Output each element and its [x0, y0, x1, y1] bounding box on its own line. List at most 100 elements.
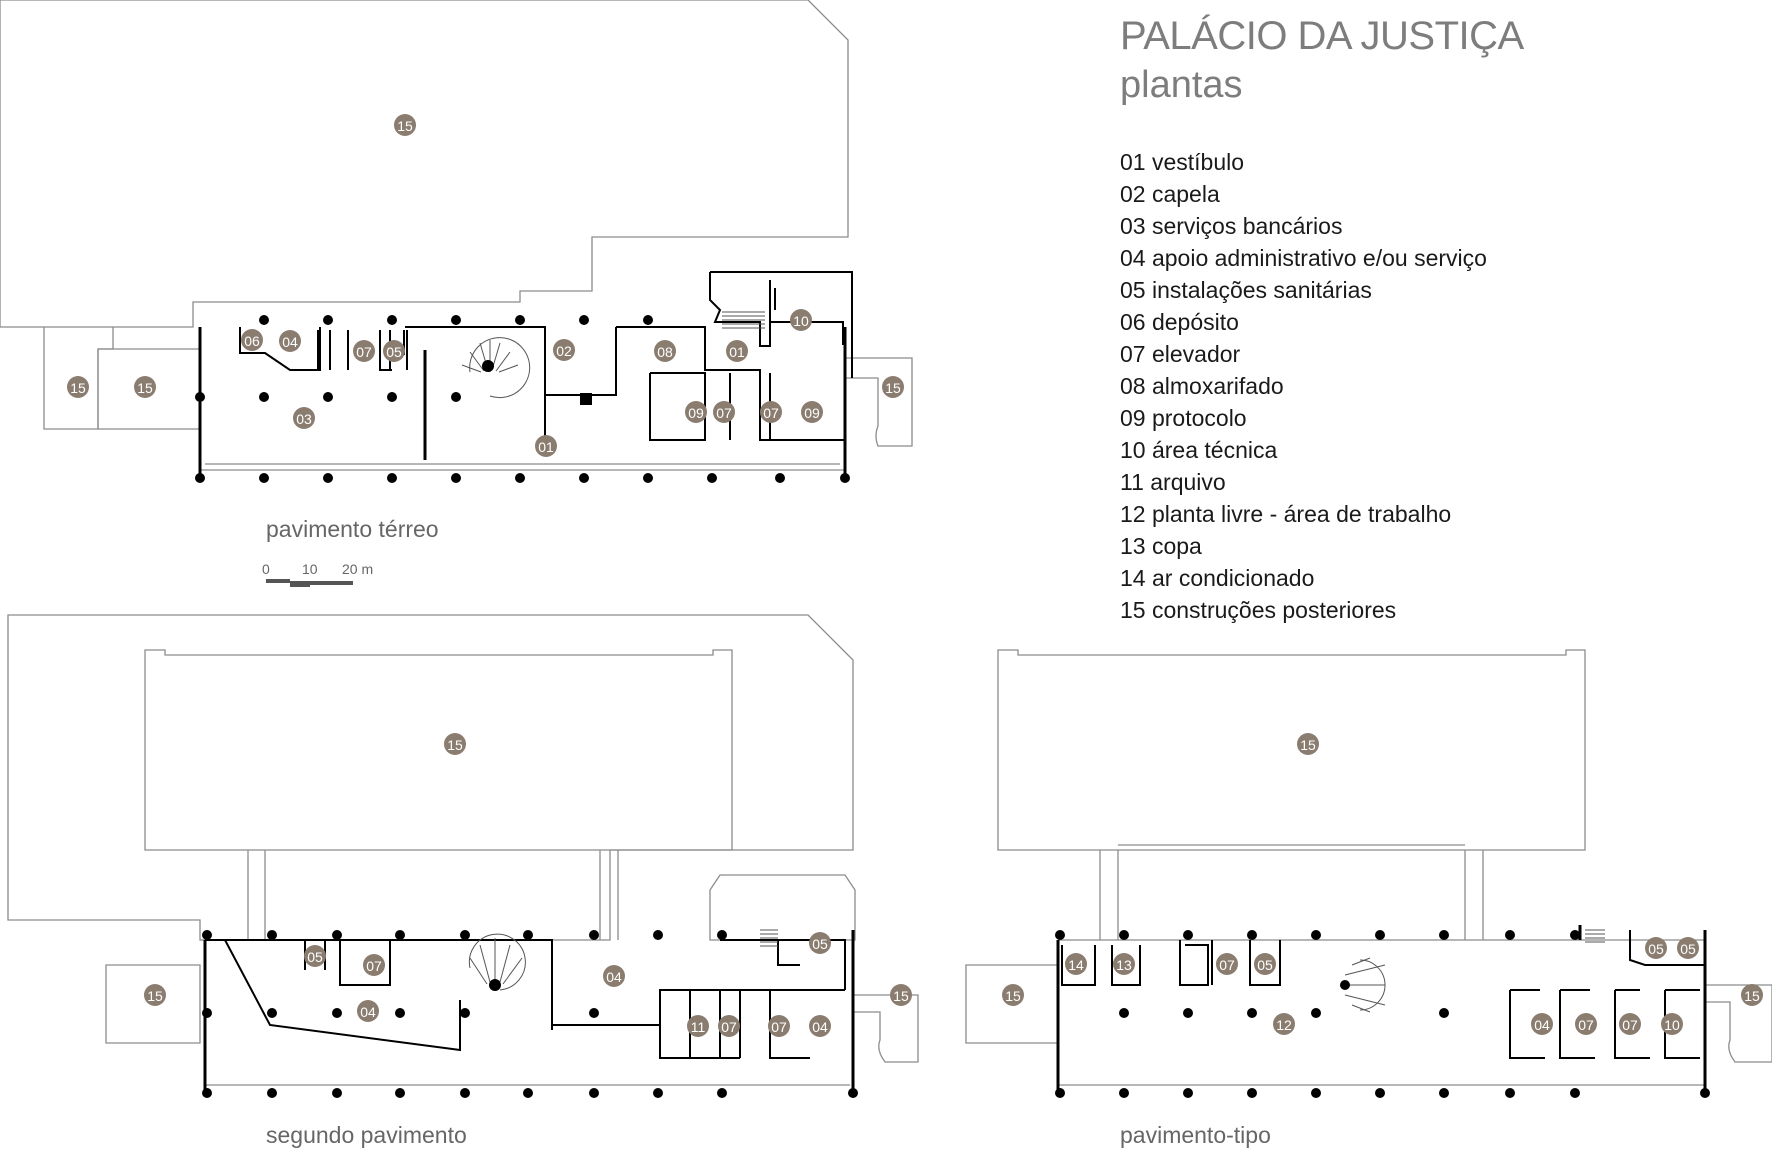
svg-text:15: 15: [397, 118, 413, 134]
room-tag-04: 04: [357, 1000, 379, 1022]
scale-tick-0: 0: [262, 561, 270, 577]
svg-text:05: 05: [386, 344, 402, 360]
svg-text:03: 03: [296, 411, 312, 427]
legend-item: 02 capela: [1120, 181, 1220, 207]
room-tag-06: 06: [241, 329, 263, 351]
room-tag-07: 07: [1575, 1013, 1597, 1035]
room-tag-14: 14: [1065, 953, 1087, 975]
room-tag-10: 10: [790, 309, 812, 331]
svg-text:05: 05: [1680, 941, 1696, 957]
typical-floor-label: pavimento-tipo: [1120, 1122, 1271, 1148]
room-tag-01: 01: [535, 435, 557, 457]
room-tag-05: 05: [809, 932, 831, 954]
legend-item: 05 instalações sanitárias: [1120, 277, 1372, 303]
svg-text:08: 08: [657, 344, 673, 360]
room-tag-15: 15: [444, 733, 466, 755]
svg-text:02: 02: [556, 343, 572, 359]
svg-text:11: 11: [691, 1019, 706, 1035]
svg-text:07: 07: [716, 405, 732, 421]
legend-item: 03 serviços bancários: [1120, 213, 1343, 239]
ground-floor-label: pavimento térreo: [266, 516, 439, 542]
legend-item: 14 ar condicionado: [1120, 565, 1315, 591]
legend-item: 08 almoxarifado: [1120, 373, 1284, 399]
svg-text:04: 04: [606, 969, 622, 985]
room-tag-04: 04: [809, 1015, 831, 1037]
room-tag-07: 07: [760, 401, 782, 423]
room-tag-01: 01: [726, 340, 748, 362]
room-tag-07: 07: [363, 954, 385, 976]
room-tag-09: 09: [685, 401, 707, 423]
svg-text:07: 07: [1219, 957, 1235, 973]
room-tag-15: 15: [890, 984, 912, 1006]
legend-item: 01 vestíbulo: [1120, 149, 1245, 175]
legend: 01 vestíbulo 02 capela 03 serviços bancá…: [1120, 146, 1487, 626]
scale-tick-20: 20 m: [342, 561, 374, 577]
second-floor-room-tags: 15 15 15 05 07 05 04 04 11 07 07 04: [144, 733, 912, 1037]
svg-text:01: 01: [729, 344, 745, 360]
svg-text:05: 05: [812, 936, 828, 952]
room-tag-15: 15: [1741, 984, 1763, 1006]
svg-text:07: 07: [1578, 1017, 1594, 1033]
svg-text:10: 10: [793, 313, 809, 329]
room-tag-03: 03: [293, 407, 315, 429]
svg-text:10: 10: [1664, 1017, 1680, 1033]
second-floor-label: segundo pavimento: [266, 1122, 467, 1148]
room-tag-15: 15: [882, 376, 904, 398]
svg-text:07: 07: [366, 958, 382, 974]
legend-item: 04 apoio administrativo e/ou serviço: [1120, 245, 1487, 271]
svg-text:07: 07: [721, 1019, 737, 1035]
svg-text:15: 15: [137, 380, 153, 396]
room-tag-05: 05: [1677, 937, 1699, 959]
svg-text:06: 06: [244, 333, 260, 349]
typical-floor-plan: [965, 649, 1772, 1098]
room-tag-07: 07: [768, 1015, 790, 1037]
svg-text:14: 14: [1068, 957, 1084, 973]
room-tag-04: 04: [603, 965, 625, 987]
room-tag-15: 15: [1002, 984, 1024, 1006]
svg-text:05: 05: [1648, 941, 1664, 957]
svg-text:07: 07: [763, 405, 779, 421]
room-tag-10: 10: [1661, 1013, 1683, 1035]
legend-item: 10 área técnica: [1120, 437, 1278, 463]
room-tag-07: 07: [718, 1015, 740, 1037]
legend-item: 13 copa: [1120, 533, 1202, 559]
room-tag-04: 04: [279, 330, 301, 352]
room-tag-11: 11: [687, 1015, 709, 1037]
room-tag-08: 08: [654, 340, 676, 362]
room-tag-02: 02: [553, 339, 575, 361]
room-tag-15: 15: [144, 984, 166, 1006]
room-tag-15: 15: [67, 376, 89, 398]
svg-text:04: 04: [360, 1004, 376, 1020]
legend-item: 09 protocolo: [1120, 405, 1247, 431]
room-tag-07: 07: [713, 401, 735, 423]
svg-text:04: 04: [812, 1019, 828, 1035]
room-tag-07: 07: [353, 340, 375, 362]
svg-text:04: 04: [1534, 1017, 1550, 1033]
svg-text:12: 12: [1276, 1017, 1292, 1033]
scale-bar: [266, 579, 353, 587]
typical-floor-room-tags: 15 15 15 14 13 07 05 05 05 12 04 07 07 10: [1002, 733, 1763, 1035]
svg-text:13: 13: [1116, 957, 1132, 973]
room-tag-15: 15: [394, 114, 416, 136]
room-tag-13: 13: [1113, 953, 1135, 975]
room-tag-04: 04: [1531, 1013, 1553, 1035]
svg-text:15: 15: [893, 988, 909, 1004]
page-subtitle: plantas: [1120, 64, 1243, 106]
svg-text:07: 07: [771, 1019, 787, 1035]
room-tag-05: 05: [1254, 953, 1276, 975]
svg-text:09: 09: [688, 405, 704, 421]
second-floor-plan: [7, 614, 919, 1098]
legend-item: 11 arquivo: [1120, 469, 1226, 495]
svg-text:15: 15: [1744, 988, 1760, 1004]
svg-text:07: 07: [356, 344, 372, 360]
svg-text:15: 15: [1005, 988, 1021, 1004]
room-tag-15: 15: [1297, 733, 1319, 755]
page-title: PALÁCIO DA JUSTIÇA: [1120, 14, 1524, 58]
svg-text:05: 05: [307, 949, 323, 965]
svg-text:01: 01: [538, 439, 554, 455]
svg-text:15: 15: [447, 737, 463, 753]
legend-item: 15 construções posteriores: [1120, 597, 1397, 623]
room-tag-07: 07: [1619, 1013, 1641, 1035]
svg-text:07: 07: [1622, 1017, 1638, 1033]
